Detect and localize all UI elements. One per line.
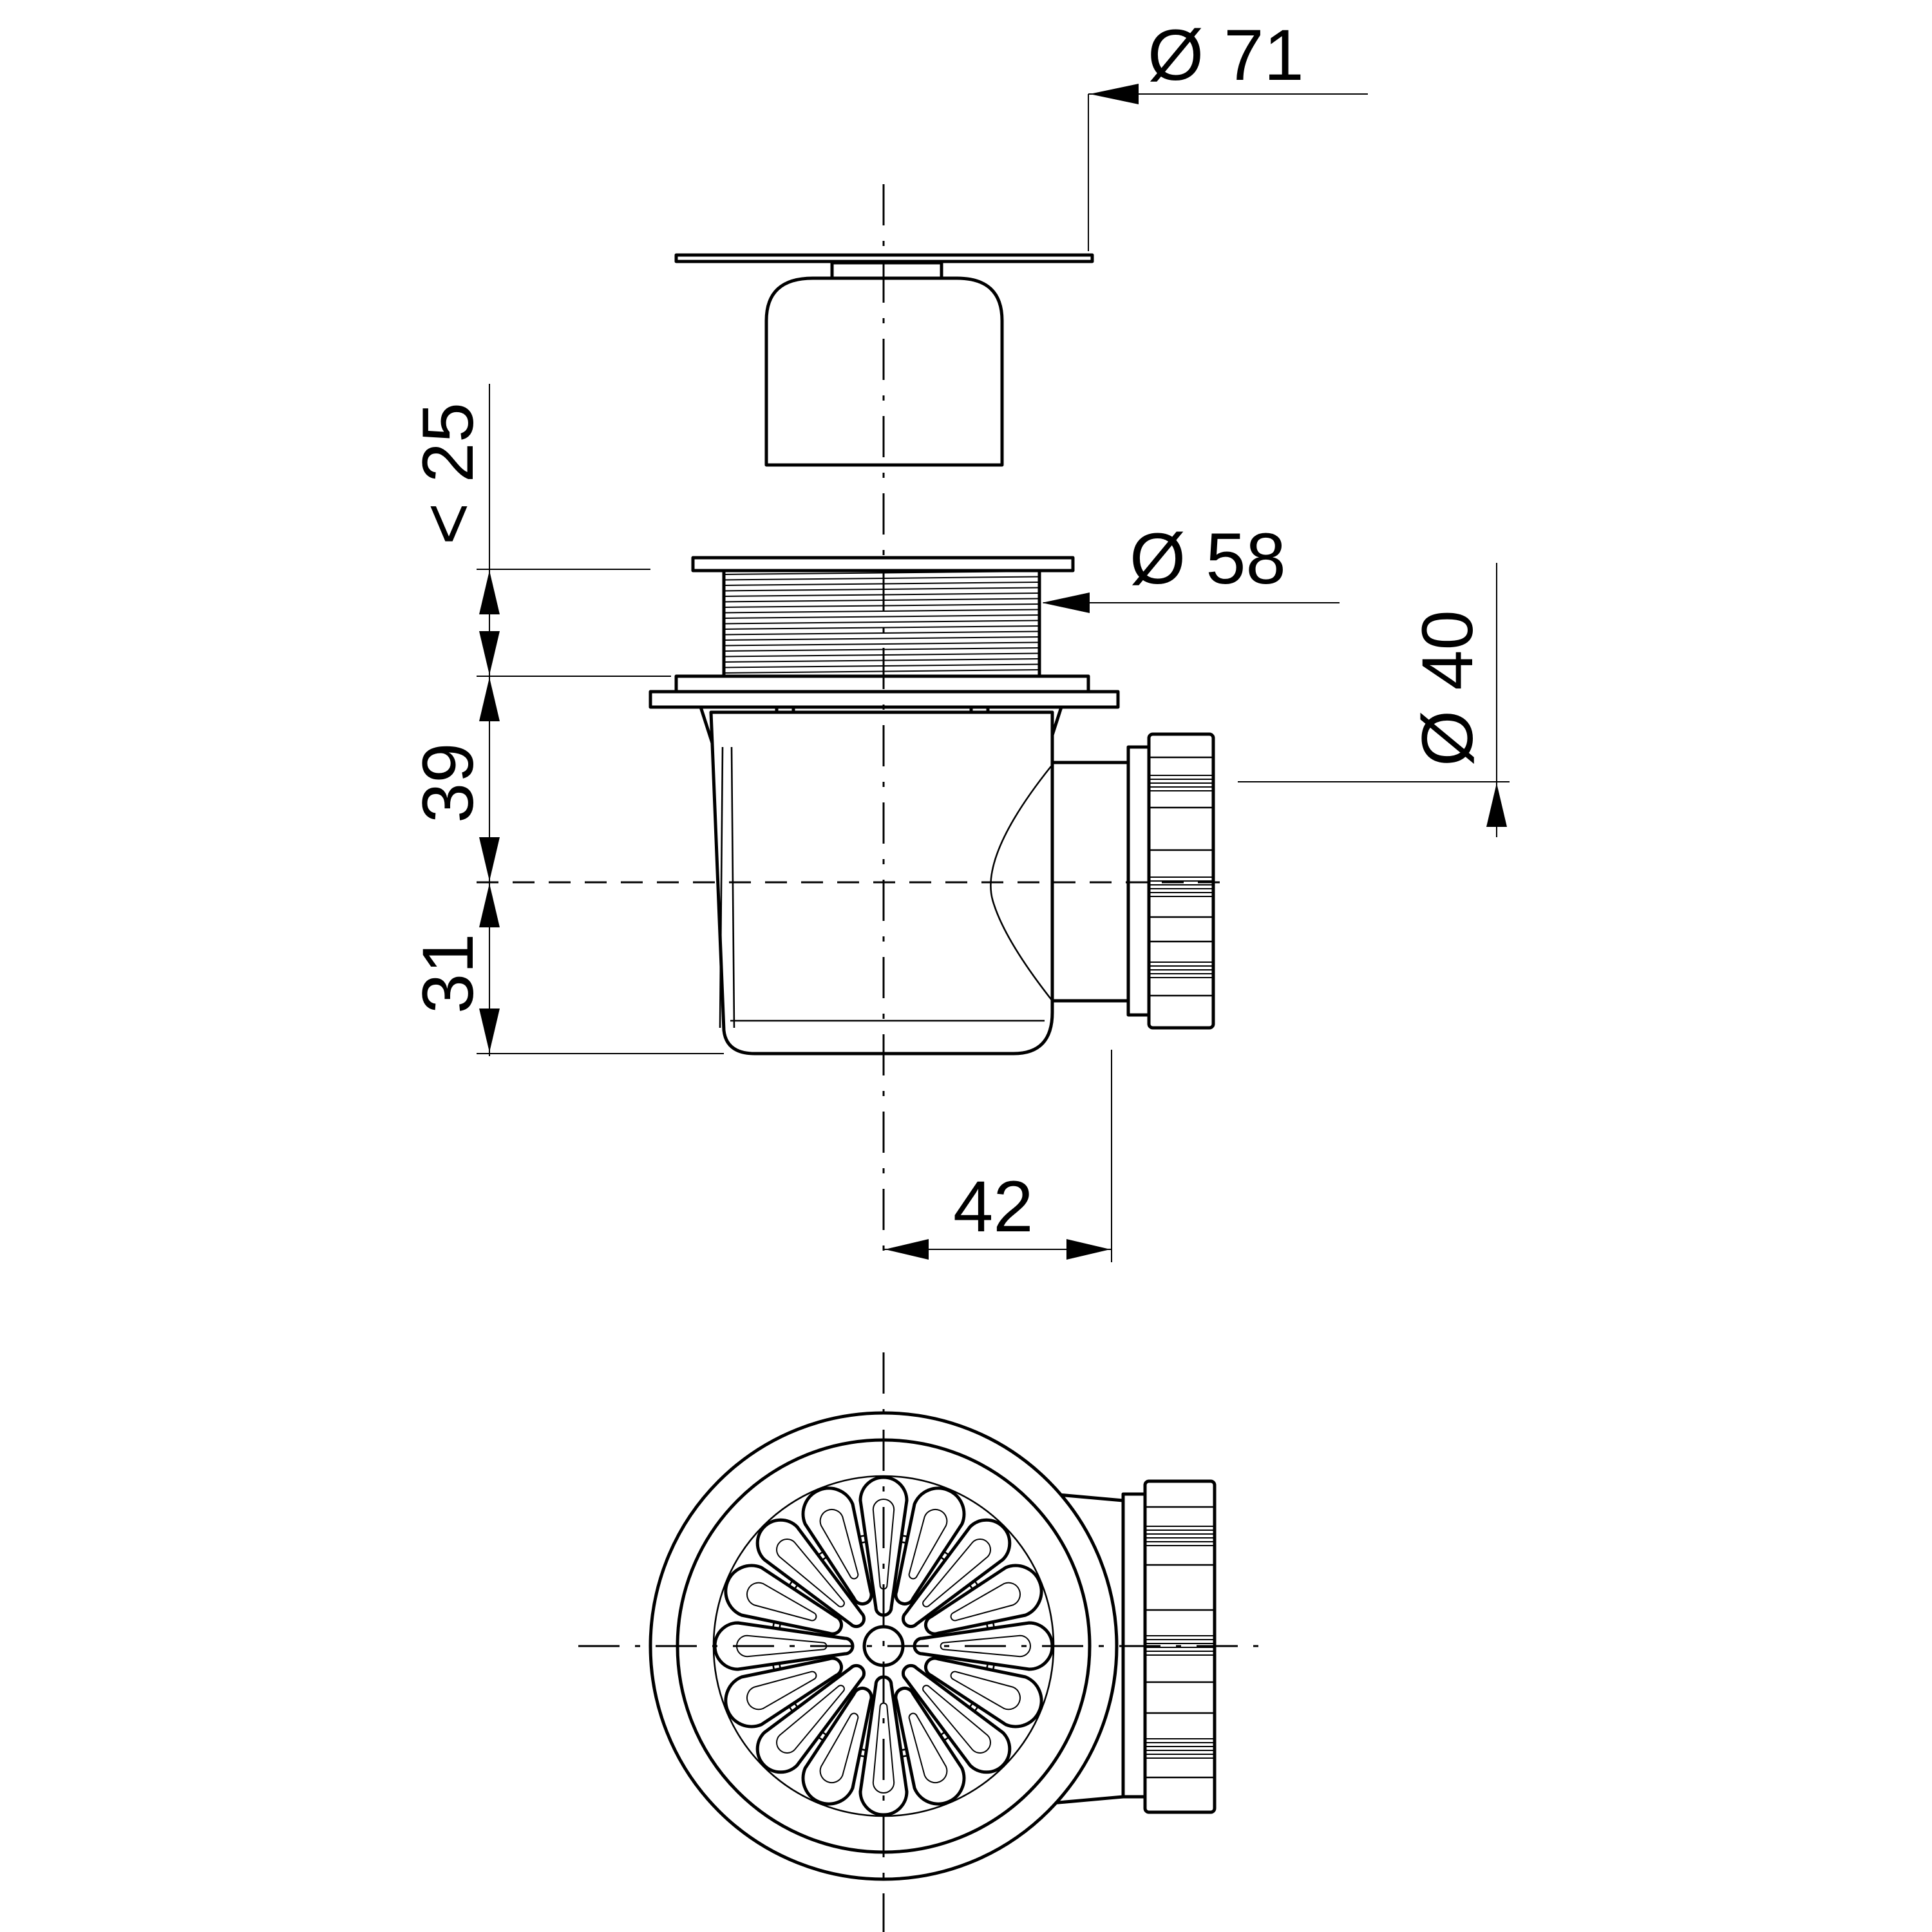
strainer-petal (755, 1518, 866, 1628)
top-view (578, 1352, 1269, 1932)
dim-body-diameter: Ø 58 (1042, 518, 1340, 613)
strainer-petal (801, 1486, 873, 1606)
thread-line (723, 603, 1040, 608)
thread-line (723, 587, 1040, 592)
side-view: Ø 71 Ø 58 Ø 40 (408, 15, 1510, 1262)
thread-line (723, 641, 1040, 647)
label-body-height: 39 (408, 743, 488, 823)
thread-line (723, 592, 1040, 597)
strainer-petal (923, 1656, 1043, 1728)
strainer-petal (902, 1664, 1012, 1774)
top-nut-ribs (1145, 1506, 1215, 1779)
thread-line (723, 571, 1040, 575)
label-outlet-diameter: Ø 40 (1407, 610, 1488, 766)
label-outlet-offset: 42 (953, 1166, 1034, 1247)
thread-line (723, 636, 1040, 641)
thread-line (723, 576, 1040, 581)
thread-line (723, 663, 1040, 668)
thread-line (723, 609, 1040, 614)
strainer-petal (724, 1564, 844, 1636)
label-cover-diameter: Ø 71 (1148, 15, 1304, 95)
dim-vertical-chain: < 25 39 31 (408, 384, 724, 1056)
thread-line (723, 625, 1040, 630)
thread-line (723, 669, 1040, 674)
strainer-petals (713, 1475, 1054, 1817)
strainer-petal (755, 1664, 866, 1774)
strainer-petal (724, 1656, 844, 1728)
thread-line (723, 658, 1040, 663)
threaded-collar (691, 556, 1075, 678)
label-adjust-height: < 25 (408, 402, 488, 545)
outlet-nut (1126, 732, 1215, 1030)
dim-outlet-offset: 42 (884, 1050, 1112, 1262)
strainer-petal (801, 1686, 873, 1806)
strainer-petal (923, 1564, 1043, 1636)
thread-line (723, 652, 1040, 658)
dim-outlet-diameter: Ø 40 (1238, 563, 1510, 837)
label-body-diameter: Ø 58 (1130, 518, 1286, 599)
thread-line (723, 598, 1040, 603)
dim-cover-diameter: Ø 71 (1088, 15, 1368, 251)
thread-line (723, 620, 1040, 625)
strainer-petal (894, 1686, 966, 1806)
thread-line (723, 614, 1040, 619)
strainer-petal (902, 1518, 1012, 1628)
thread-line (723, 647, 1040, 652)
thread-line (723, 582, 1040, 586)
strainer-petal (894, 1486, 966, 1606)
thread-line (723, 630, 1040, 636)
label-outlet-height: 31 (408, 933, 488, 1014)
